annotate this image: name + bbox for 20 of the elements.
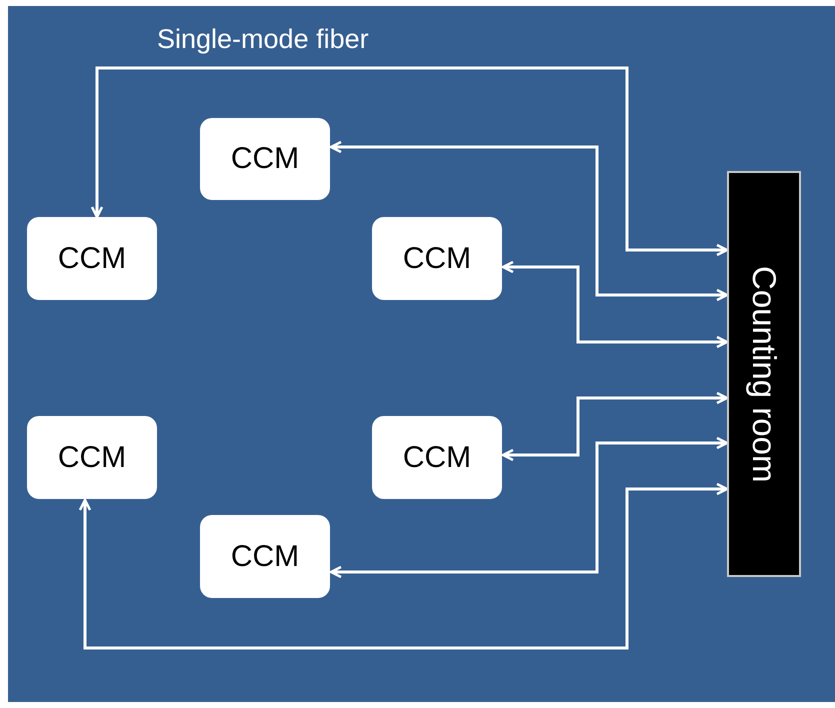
module-box bbox=[200, 118, 330, 200]
module-label: CCM bbox=[58, 440, 126, 474]
module-box bbox=[200, 515, 330, 598]
module-box bbox=[372, 217, 502, 300]
room-label: Counting room bbox=[745, 266, 783, 482]
module-label: CCM bbox=[230, 540, 300, 574]
module-label: CCM bbox=[402, 440, 472, 474]
room-box bbox=[727, 171, 801, 577]
fiber-connector bbox=[330, 140, 728, 302]
module-box bbox=[27, 416, 157, 499]
module-box bbox=[372, 416, 502, 499]
module-box bbox=[27, 217, 157, 300]
module-label: CCM bbox=[58, 242, 126, 276]
fiber-connector bbox=[502, 392, 728, 462]
module-label: CCM bbox=[230, 142, 300, 176]
fiber-connector bbox=[502, 260, 728, 348]
fiber-connector bbox=[78, 482, 728, 650]
module-label: CCM bbox=[402, 242, 472, 276]
fiber-connector bbox=[90, 66, 728, 256]
fiber-connector bbox=[330, 436, 728, 578]
